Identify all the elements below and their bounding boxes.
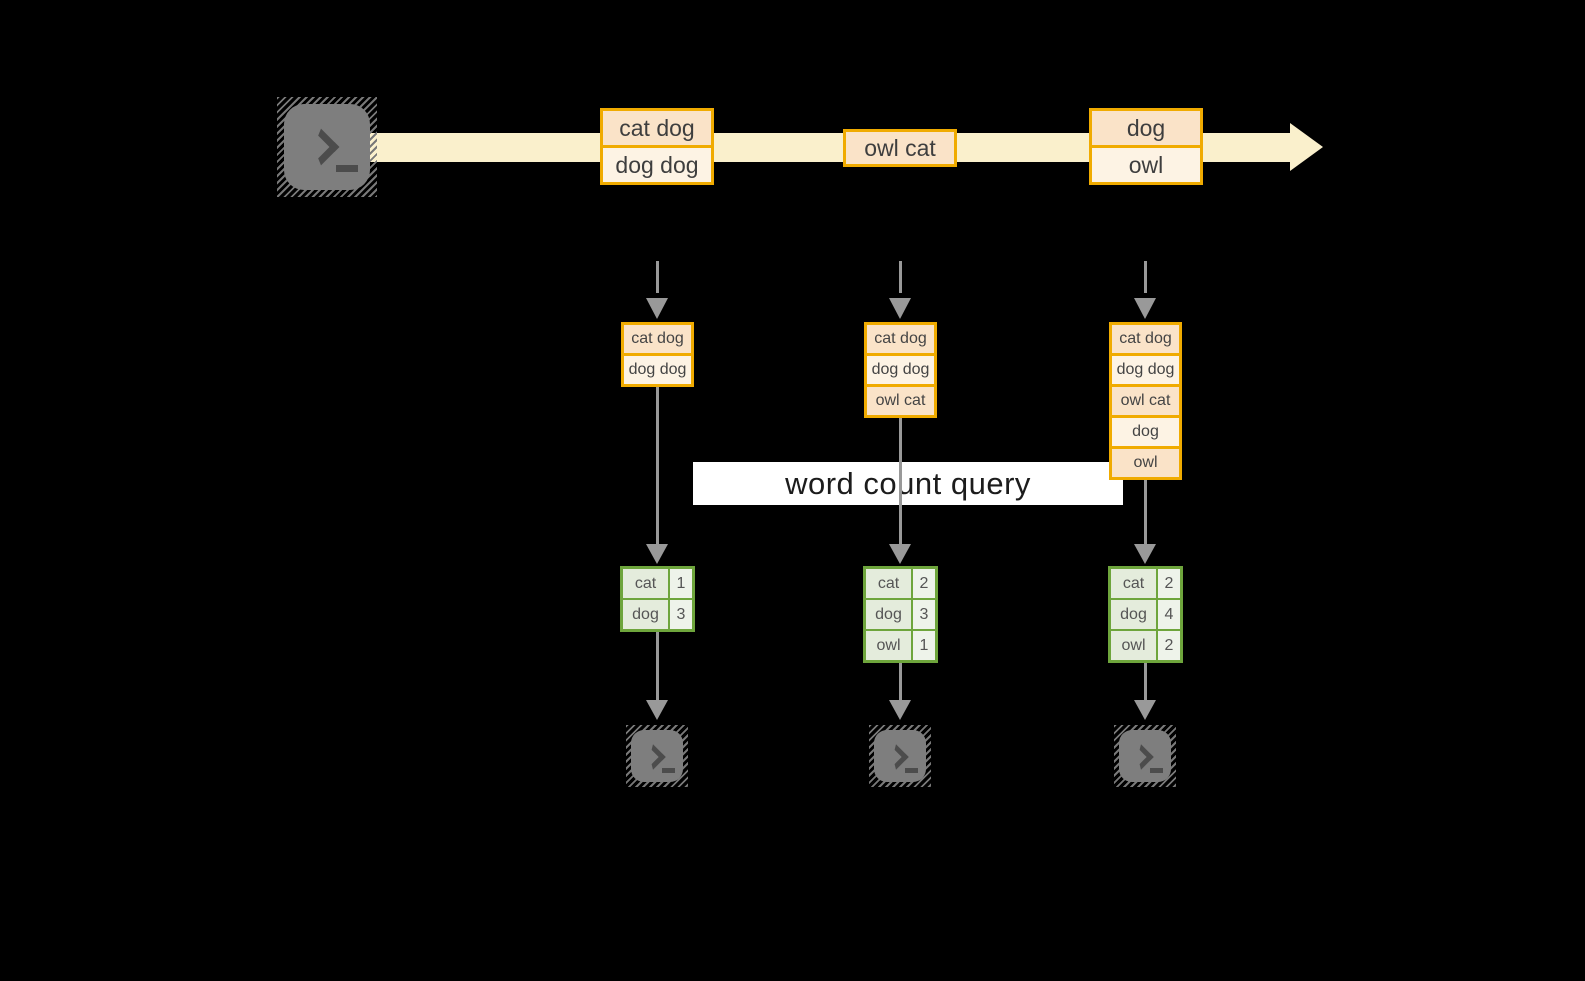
count-value: 1 <box>913 631 935 660</box>
terminal-sink-icon-3 <box>1114 725 1176 787</box>
count-table-1: cat 1 dog 3 <box>620 566 695 632</box>
buffer-row: dog dog <box>621 353 694 387</box>
buffer-row: cat dog <box>864 322 937 356</box>
flow-arrow-head <box>1134 544 1156 564</box>
count-table-2: cat 2 dog 3 owl 1 <box>863 566 938 663</box>
prompt-underscore-icon <box>1150 768 1163 773</box>
count-word: cat <box>623 569 668 598</box>
dashed-arrow-line <box>1144 261 1147 293</box>
flow-arrow-line <box>899 663 902 700</box>
terminal-icon-body <box>631 730 683 782</box>
query-label: word count query <box>785 465 1031 501</box>
stream-event-1: cat dog dog dog <box>600 108 714 185</box>
buffer-row: dog <box>1109 415 1182 449</box>
terminal-sink-icon-1 <box>626 725 688 787</box>
count-word: owl <box>866 631 911 660</box>
dashed-arrow-head <box>889 298 911 319</box>
flow-arrow-head <box>646 544 668 564</box>
prompt-underscore-icon <box>662 768 675 773</box>
stream-event-row: dog <box>1089 108 1203 148</box>
buffer-row: owl <box>1109 446 1182 480</box>
count-value: 4 <box>1158 600 1180 629</box>
stream-event-3: dog owl <box>1089 108 1203 185</box>
count-word: dog <box>1111 600 1156 629</box>
query-label-band: word count query <box>693 462 1123 505</box>
prompt-chevron-icon <box>1128 744 1154 770</box>
dashed-arrow-line <box>899 261 902 293</box>
flow-arrow-line <box>656 387 659 544</box>
count-word: cat <box>866 569 911 598</box>
count-value: 3 <box>670 600 692 629</box>
count-value: 2 <box>1158 631 1180 660</box>
buffer-stack-1: cat dog dog dog <box>621 322 694 387</box>
buffer-stack-3: cat dog dog dog owl cat dog owl <box>1109 322 1182 480</box>
terminal-sink-icon-2 <box>869 725 931 787</box>
buffer-row: cat dog <box>621 322 694 356</box>
dashed-arrow-head <box>1134 298 1156 319</box>
flow-arrow-head <box>889 700 911 720</box>
count-table-3: cat 2 dog 4 owl 2 <box>1108 566 1183 663</box>
terminal-icon-body <box>284 104 370 190</box>
stream-event-row: cat dog <box>600 108 714 148</box>
prompt-chevron-icon <box>640 744 666 770</box>
count-value: 3 <box>913 600 935 629</box>
dashed-arrow-line <box>656 261 659 293</box>
terminal-icon-body <box>1119 730 1171 782</box>
flow-arrow-head <box>889 544 911 564</box>
buffer-row: owl cat <box>1109 384 1182 418</box>
prompt-chevron-icon <box>302 128 340 166</box>
count-word: owl <box>1111 631 1156 660</box>
terminal-icon-body <box>874 730 926 782</box>
flow-arrow-head <box>646 700 668 720</box>
buffer-row: owl cat <box>864 384 937 418</box>
flow-arrow-line <box>899 418 902 544</box>
terminal-source-icon <box>277 97 377 197</box>
flow-arrow-head <box>1134 700 1156 720</box>
flow-arrow-line <box>1144 480 1147 544</box>
prompt-chevron-icon <box>883 744 909 770</box>
stream-event-row: owl <box>1089 145 1203 185</box>
buffer-row: cat dog <box>1109 322 1182 356</box>
flow-arrow-line <box>1144 663 1147 700</box>
count-value: 1 <box>670 569 692 598</box>
stream-event-2: owl cat <box>843 129 957 167</box>
buffer-stack-2: cat dog dog dog owl cat <box>864 322 937 418</box>
buffer-row: dog dog <box>1109 353 1182 387</box>
count-value: 2 <box>913 569 935 598</box>
count-word: dog <box>623 600 668 629</box>
buffer-row: dog dog <box>864 353 937 387</box>
stream-arrow-head <box>1290 123 1323 171</box>
stream-event-row: dog dog <box>600 145 714 185</box>
count-word: dog <box>866 600 911 629</box>
flow-arrow-line <box>656 632 659 700</box>
count-value: 2 <box>1158 569 1180 598</box>
prompt-underscore-icon <box>905 768 918 773</box>
prompt-underscore-icon <box>336 165 358 172</box>
stream-event-row: owl cat <box>843 129 957 167</box>
dashed-arrow-head <box>646 298 668 319</box>
count-word: cat <box>1111 569 1156 598</box>
